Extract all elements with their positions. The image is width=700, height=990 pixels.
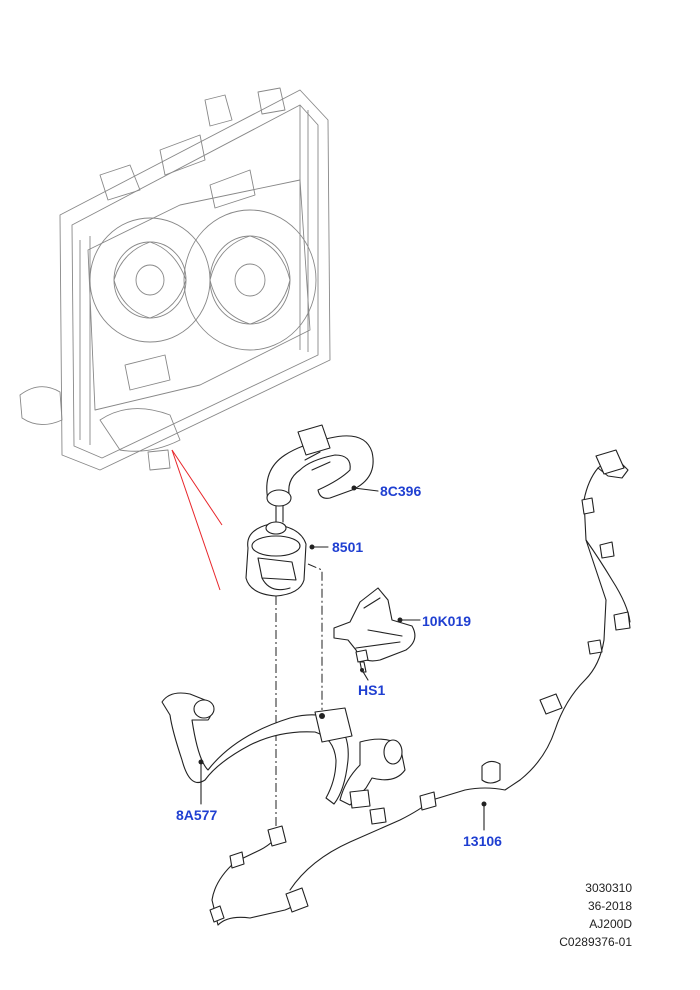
mounting-bracket <box>333 587 416 662</box>
leader-lines-red <box>171 449 223 591</box>
reference-line-3: AJ200D <box>589 917 632 931</box>
wiring-harness <box>209 449 631 926</box>
radiator-fan-assembly <box>19 87 331 471</box>
callout-8501: 8501 <box>332 539 363 555</box>
callout-HS1: HS1 <box>358 682 385 698</box>
lower-hose <box>161 692 406 809</box>
assembly-lines <box>275 563 323 830</box>
reference-block: 3030310 36-2018 AJ200D C0289376-01 <box>559 881 632 949</box>
callout-8C396: 8C396 <box>380 483 421 499</box>
bolt-hs1 <box>355 649 369 673</box>
callout-13106: 13106 <box>463 833 502 849</box>
callout-10K019: 10K019 <box>422 613 471 629</box>
upper-hose <box>266 424 374 507</box>
reference-line-2: 36-2018 <box>588 899 632 913</box>
reference-line-4: C0289376-01 <box>559 935 632 949</box>
reference-line-1: 3030310 <box>585 881 632 895</box>
callout-8A577: 8A577 <box>176 807 217 823</box>
coolant-pump <box>245 521 315 597</box>
